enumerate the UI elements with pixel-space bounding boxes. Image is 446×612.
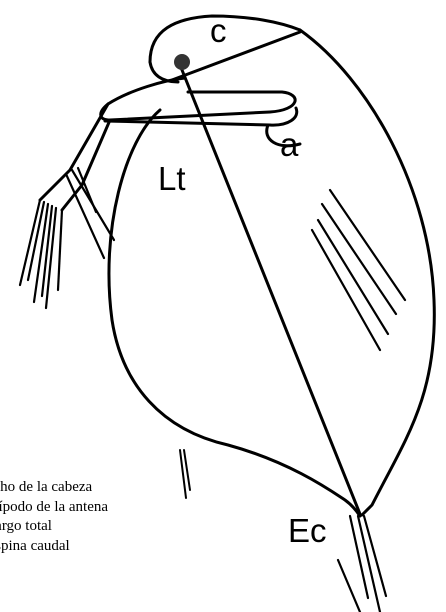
- antenna-setae: [20, 168, 114, 308]
- antenna-branch-lower: [62, 120, 110, 210]
- head-width-line: [172, 32, 300, 80]
- body-marks: [180, 450, 190, 498]
- legend-item: Espina caudal: [0, 537, 108, 557]
- label-basipod: a: [280, 128, 298, 161]
- eye-spot: [174, 54, 190, 70]
- legend-item: asípodo de la antena: [0, 498, 108, 518]
- internal-marks: [312, 190, 405, 350]
- legend: ncho de la cabeza asípodo de la antena L…: [0, 478, 108, 556]
- total-length-line: [178, 60, 360, 514]
- caudal-spine: [338, 516, 386, 612]
- label-total-length: Lt: [158, 162, 186, 195]
- legend-item: ncho de la cabeza: [0, 478, 108, 498]
- label-head-width: c: [210, 14, 227, 47]
- legend-item: Largo total: [0, 517, 108, 537]
- label-caudal-spine: Ec: [288, 514, 327, 547]
